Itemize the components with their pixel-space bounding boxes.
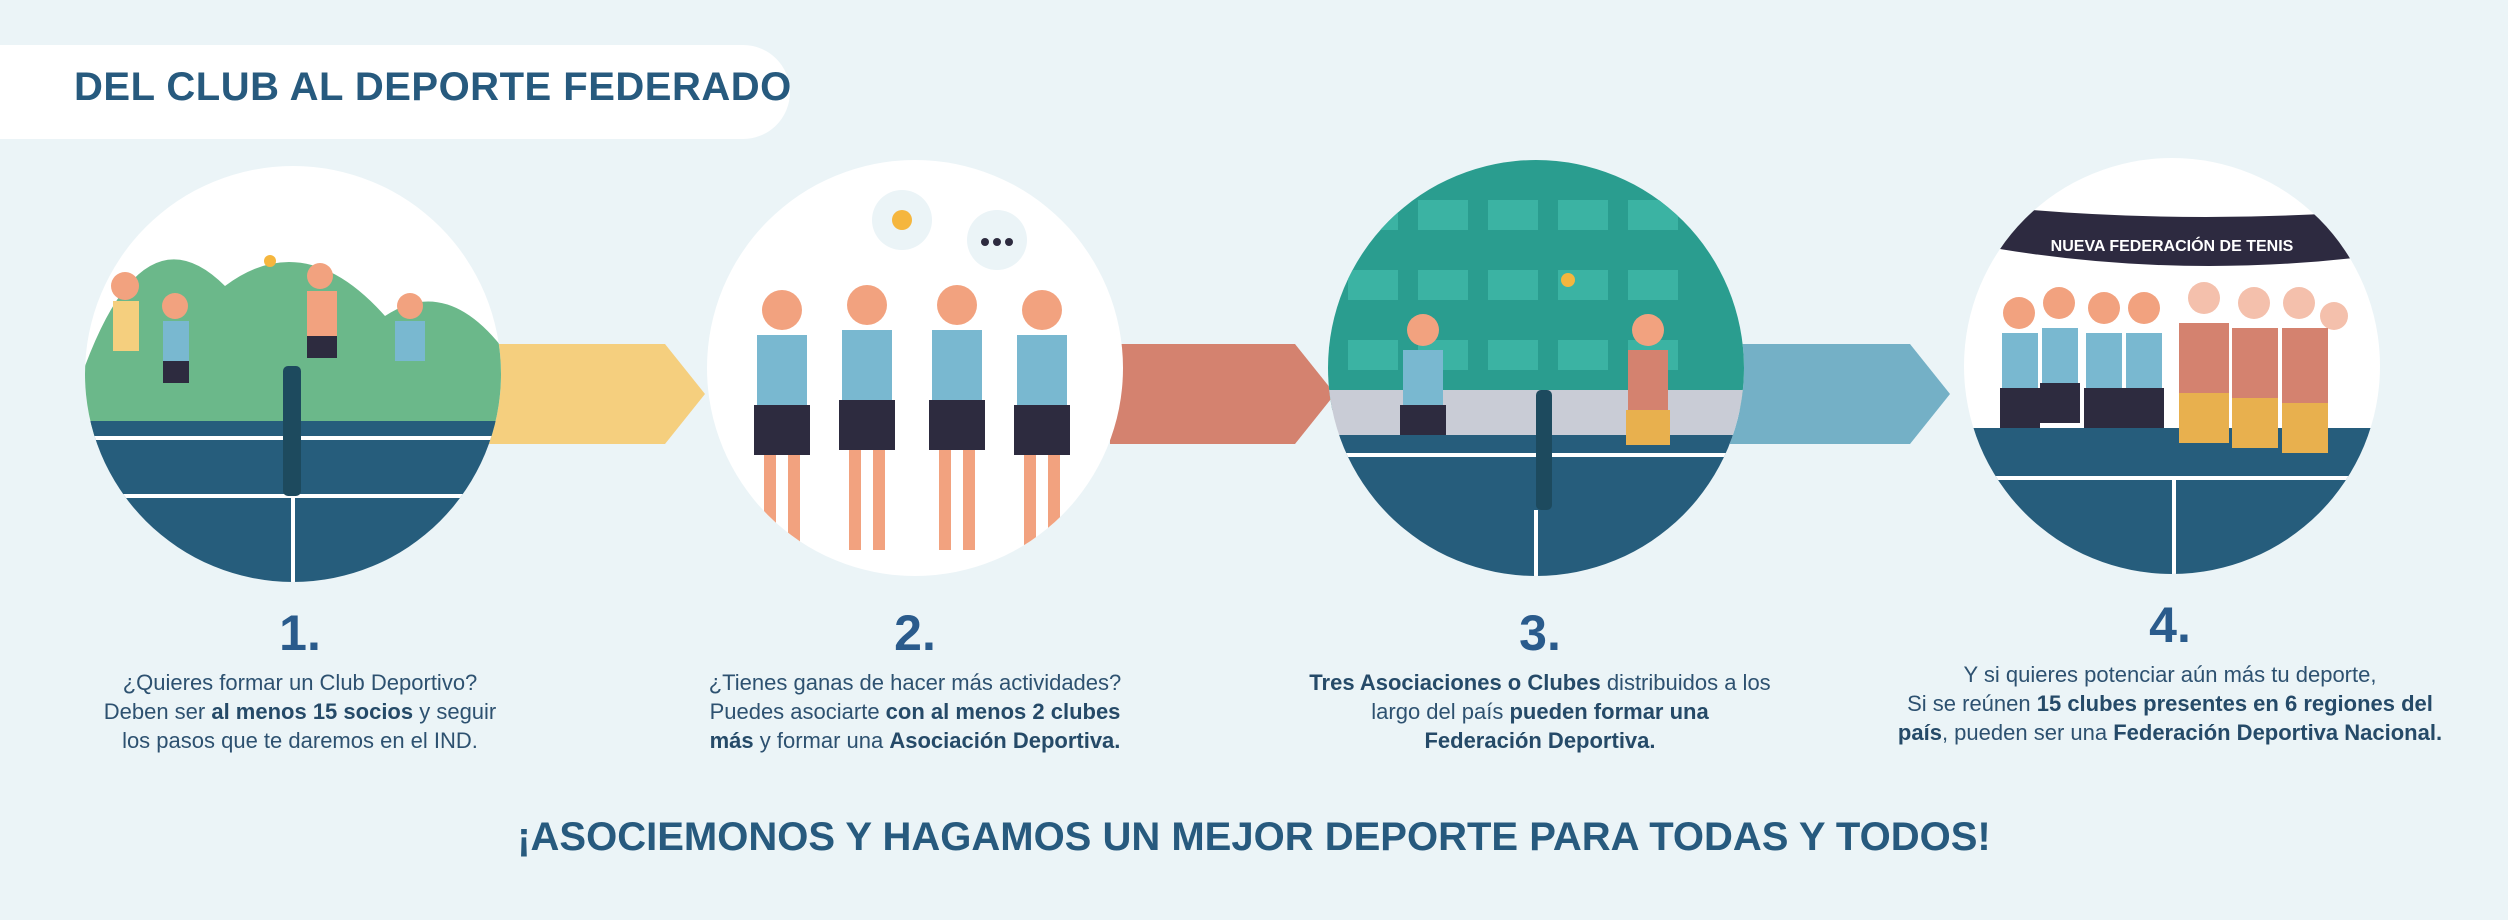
description-line: ¿Quieres formar un Club Deportivo? — [0, 668, 620, 697]
bold-text: con al menos 2 clubes — [885, 699, 1121, 724]
bold-text: 15 clubes presentes en 6 regiones del — [2036, 691, 2433, 716]
step-2-description: ¿Tienes ganas de hacer más actividades?P… — [595, 668, 1235, 755]
text: ¿Tienes ganas de hacer más actividades? — [708, 670, 1122, 695]
description-line: Deben ser al menos 15 socios y seguir — [0, 697, 620, 726]
player-figures — [754, 285, 1070, 550]
banner-text: NUEVA FEDERACIÓN DE TENIS — [2051, 236, 2294, 255]
step-4-description: Y si quieres potenciar aún más tu deport… — [1850, 660, 2490, 747]
step-2-number: 2. — [894, 605, 936, 661]
step-3-description: Tres Asociaciones o Clubes distribuidos … — [1220, 668, 1860, 755]
text: Y si quieres potenciar aún más tu deport… — [1963, 662, 2377, 687]
speech-dots-icon — [981, 238, 1013, 246]
bold-text: Federación Deportiva. — [1424, 728, 1656, 753]
text: los pasos que te daremos en el IND. — [122, 728, 478, 753]
description-line: Puedes asociarte con al menos 2 clubes — [595, 697, 1235, 726]
player-figures — [2000, 282, 2348, 453]
description-line: Y si quieres potenciar aún más tu deport… — [1850, 660, 2490, 689]
player-figures — [1400, 314, 1670, 445]
step-4-number: 4. — [2149, 597, 2191, 653]
text: Puedes asociarte — [709, 699, 886, 724]
text: ¿Quieres formar un Club Deportivo? — [122, 670, 478, 695]
text: distribuidos a los — [1600, 670, 1771, 695]
title-pill — [0, 45, 790, 139]
description-line: país, pueden ser una Federación Deportiv… — [1850, 718, 2490, 747]
player-figures — [111, 263, 425, 383]
description-line: ¿Tienes ganas de hacer más actividades? — [595, 668, 1235, 697]
bold-text: más — [709, 728, 754, 753]
lightbulb-icon — [892, 210, 912, 230]
illustration-federation — [1328, 160, 1744, 576]
bold-text: pueden formar una — [1509, 699, 1709, 724]
step-3-number: 3. — [1519, 605, 1561, 661]
illustration-association — [707, 160, 1123, 576]
banner — [1994, 208, 2354, 266]
bold-text: Tres Asociaciones o Clubes — [1309, 670, 1601, 695]
text: y seguir — [413, 699, 497, 724]
description-line: Si se reúnen 15 clubes presentes en 6 re… — [1850, 689, 2490, 718]
bold-text: país — [1897, 720, 1942, 745]
description-line: los pasos que te daremos en el IND. — [0, 726, 620, 755]
illustration-national-federation: NUEVA FEDERACIÓN DE TENIS — [1964, 158, 2380, 574]
text: Deben ser — [103, 699, 212, 724]
bold-text: Federación Deportiva Nacional. — [2113, 720, 2443, 745]
step-1-number: 1. — [279, 605, 321, 661]
description-line: Tres Asociaciones o Clubes distribuidos … — [1220, 668, 1860, 697]
bold-text: Asociación Deportiva. — [889, 728, 1121, 753]
illustration-club — [85, 166, 501, 582]
footer-slogan: ¡ASOCIEMONOS Y HAGAMOS UN MEJOR DEPORTE … — [517, 815, 1991, 859]
text: largo del país — [1371, 699, 1510, 724]
arrow-2 — [1110, 344, 1335, 444]
description-line: Federación Deportiva. — [1220, 726, 1860, 755]
step-1-description: ¿Quieres formar un Club Deportivo?Deben … — [0, 668, 620, 755]
text: y formar una — [753, 728, 890, 753]
description-line: largo del país pueden formar una — [1220, 697, 1860, 726]
description-line: más y formar una Asociación Deportiva. — [595, 726, 1235, 755]
arrow-1 — [470, 344, 705, 444]
arrow-3 — [1730, 344, 1950, 444]
page-title: DEL CLUB AL DEPORTE FEDERADO — [74, 65, 792, 109]
bold-text: al menos 15 socios — [211, 699, 414, 724]
text: Si se reúnen — [1907, 691, 2037, 716]
text: , pueden ser una — [1941, 720, 2114, 745]
